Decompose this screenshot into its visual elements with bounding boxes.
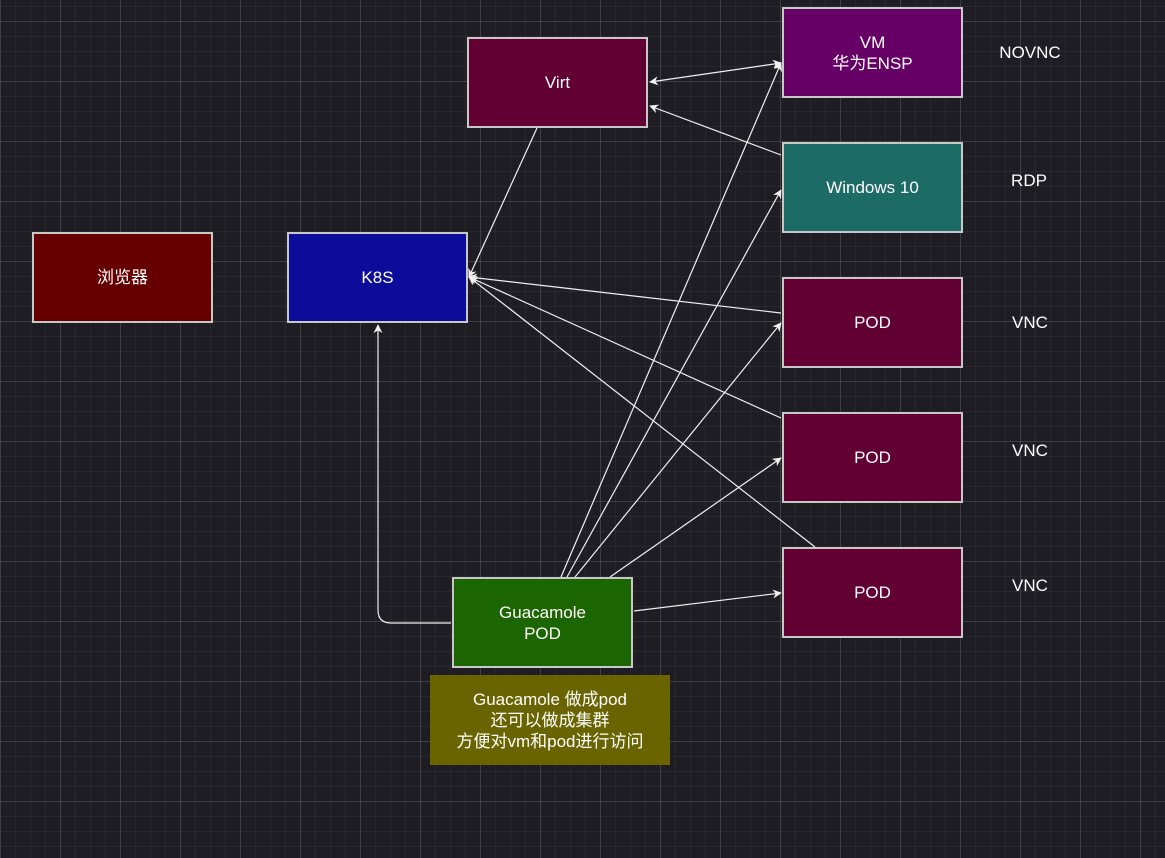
- edge-guacamole-to-k8s[interactable]: [373, 324, 451, 624]
- edge-virt-to-vm[interactable]: [649, 59, 782, 86]
- protocol-label-vnc-3: VNC: [1012, 576, 1048, 595]
- edge-guacamole-to-vm[interactable]: [560, 62, 782, 578]
- browser-node[interactable]: 浏览器: [32, 232, 213, 323]
- k8s-node[interactable]: K8S: [287, 232, 468, 323]
- edge-pod2-to-k8s[interactable]: [468, 276, 782, 419]
- edge-pod1-to-k8s[interactable]: [468, 273, 782, 314]
- protocol-label-novnc: NOVNC: [999, 43, 1061, 62]
- protocol-label-rdp: RDP: [1011, 171, 1047, 190]
- virt-node[interactable]: Virt: [467, 37, 648, 128]
- pod-node-3[interactable]: POD: [782, 547, 963, 638]
- protocol-label-vnc-1: VNC: [1012, 313, 1048, 332]
- windows10-node[interactable]: Windows 10: [782, 142, 963, 233]
- guacamole-note: Guacamole 做成pod 还可以做成集群 方便对vm和pod进行访问: [430, 675, 670, 765]
- edge-guacamole-to-pod1[interactable]: [574, 322, 782, 578]
- edge-guacamole-to-windows10[interactable]: [566, 189, 782, 578]
- pod-node-2[interactable]: POD: [782, 412, 963, 503]
- pod-node-1[interactable]: POD: [782, 277, 963, 368]
- protocol-label-vnc-2: VNC: [1012, 441, 1048, 460]
- edge-guacamole-to-pod3[interactable]: [633, 589, 782, 612]
- edge-windows10-to-virt[interactable]: [649, 104, 782, 156]
- edge-guacamole-to-pod2[interactable]: [609, 457, 782, 578]
- edge-virt-to-k8s[interactable]: [468, 127, 538, 278]
- vm-ensp-node[interactable]: VM 华为ENSP: [782, 7, 963, 98]
- guacamole-pod-node[interactable]: Guacamole POD: [452, 577, 633, 668]
- edge-pod3-to-k8s[interactable]: [468, 276, 816, 548]
